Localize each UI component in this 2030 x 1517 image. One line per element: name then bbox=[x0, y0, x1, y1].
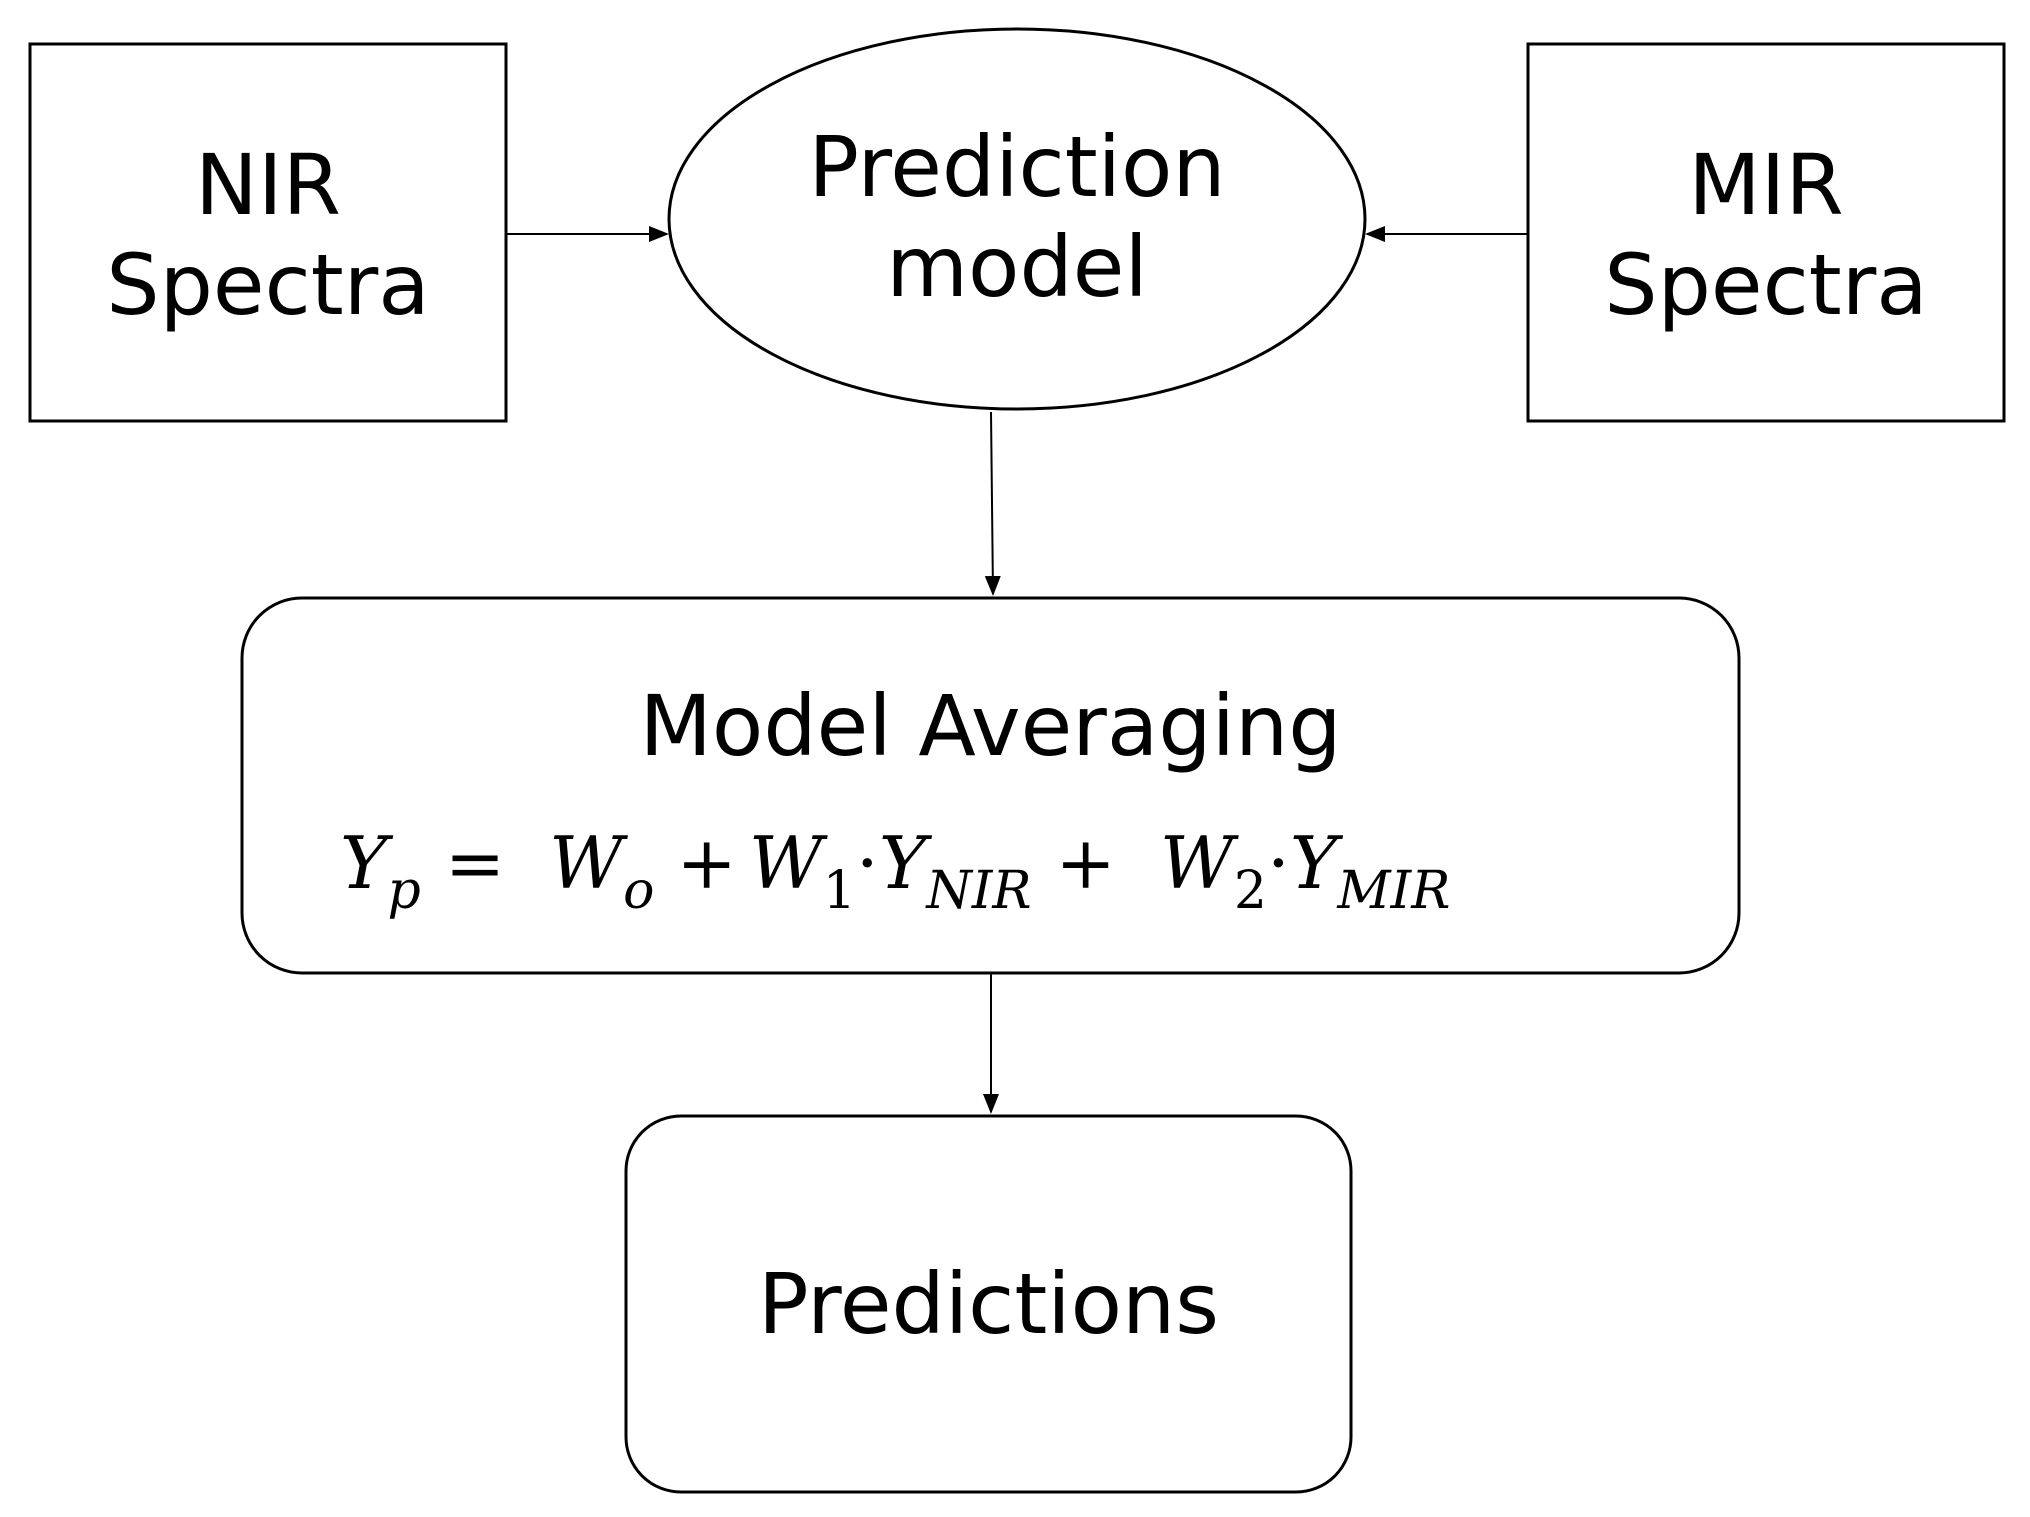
arrow-model-to-averaging bbox=[984, 411, 1001, 596]
formula-plus1: + bbox=[676, 821, 736, 905]
prediction-model-label: Prediction model bbox=[717, 112, 1317, 322]
prediction-model-ellipse bbox=[667, 27, 1367, 411]
formula-equals: = bbox=[445, 821, 505, 905]
formula-plus2: + bbox=[1056, 821, 1116, 905]
nir-spectra-label: NIR Spectra bbox=[30, 130, 506, 340]
formula-w1: W bbox=[749, 821, 828, 905]
formula-dot2: · bbox=[1267, 821, 1290, 905]
formula-w0: W bbox=[549, 821, 628, 905]
formula-w2-sub: 2 bbox=[1234, 861, 1267, 921]
prediction-model-line2: model bbox=[886, 218, 1148, 316]
prediction-model-line1: Prediction bbox=[808, 118, 1226, 216]
predictions-box bbox=[624, 1114, 1353, 1494]
mir-spectra-label: MIR Spectra bbox=[1528, 130, 2004, 340]
mir-spectra-line1: MIR bbox=[1688, 136, 1844, 234]
formula-y1-sub: NIR bbox=[924, 861, 1031, 921]
formula-lhs-sub: p bbox=[388, 861, 421, 921]
formula-lhs: Y bbox=[340, 821, 394, 905]
formula-dot1: · bbox=[856, 821, 879, 905]
predictions-label: Predictions bbox=[757, 1255, 1220, 1353]
formula-w2: W bbox=[1160, 821, 1239, 905]
mir-spectra-line2: Spectra bbox=[1604, 236, 1928, 334]
formula-y2: Y bbox=[1290, 821, 1344, 905]
formula-y2-sub: MIR bbox=[1336, 861, 1450, 921]
mir-spectra-box bbox=[1526, 42, 2006, 423]
averaging-formula: Yp=Wo+W1·YNIR+W2·YMIR bbox=[340, 821, 1450, 921]
formula-y1: Y bbox=[879, 821, 933, 905]
nir-spectra-box bbox=[28, 42, 508, 423]
formula-w1-sub: 1 bbox=[823, 861, 856, 921]
nir-spectra-line1: NIR bbox=[195, 136, 341, 234]
formula-w0-sub: o bbox=[623, 861, 654, 921]
model-averaging-title: Model Averaging bbox=[639, 677, 1342, 775]
nir-spectra-line2: Spectra bbox=[106, 236, 430, 334]
